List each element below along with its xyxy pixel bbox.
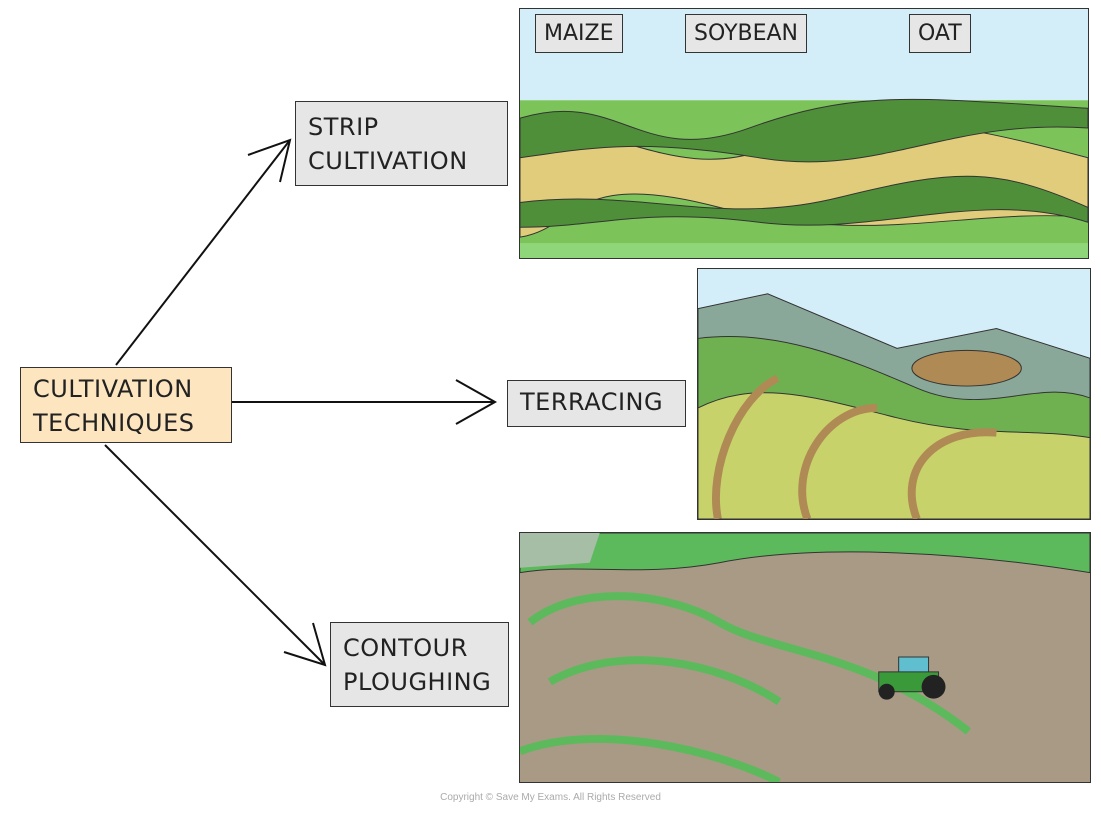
contour-ploughing-node: CONTOUR PLOUGHING	[330, 622, 509, 707]
soybean-label: SOYBEAN	[685, 14, 808, 53]
oat-label: OAT	[909, 14, 971, 53]
central-node: CULTIVATION TECHNIQUES	[20, 367, 232, 443]
strip-cultivation-node: STRIP CULTIVATION	[295, 101, 508, 186]
copyright-text: Copyright © Save My Exams. All Rights Re…	[440, 792, 661, 803]
maize-label: MAIZE	[535, 14, 623, 53]
terracing-node: TERRACING	[507, 380, 686, 427]
contour-ploughing-illustration	[519, 532, 1091, 783]
terracing-illustration	[697, 268, 1091, 520]
tractor-icon	[878, 656, 946, 700]
